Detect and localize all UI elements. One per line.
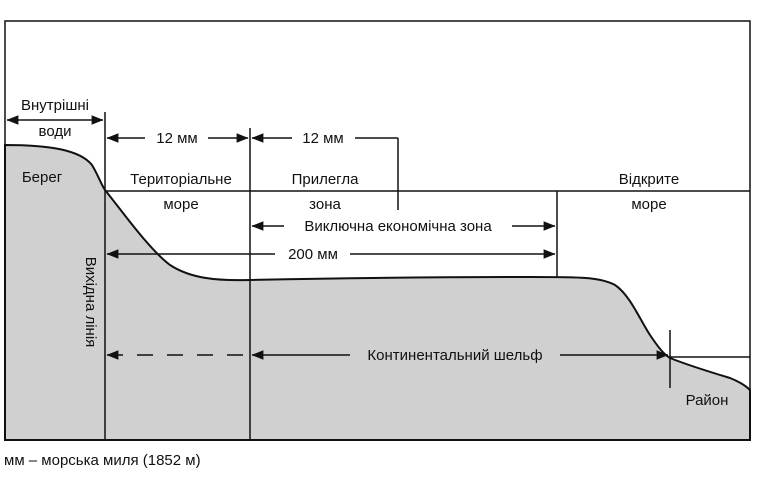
- distance-contiguous-label: 12 мм: [302, 130, 343, 147]
- distance-territorial-label: 12 мм: [156, 130, 197, 147]
- eez-label: Виключна економічна зона: [304, 218, 492, 235]
- footnote: мм – морська миля (1852 м): [4, 452, 201, 469]
- distance-200-label: 200 мм: [288, 246, 338, 263]
- continental-shelf-label: Континентальний шельф: [367, 347, 542, 364]
- shore-label: Берег: [22, 169, 63, 186]
- contiguous-zone-label-line1: Прилегла: [292, 171, 359, 188]
- territorial-sea-label-line1: Територіальне: [130, 171, 232, 188]
- diagram-frame: [4, 20, 751, 441]
- inner-waters-label-line2: води: [39, 123, 72, 140]
- baseline-label: Вихідна лінія: [82, 257, 99, 348]
- inner-waters-label-line1: Внутрішні: [21, 97, 89, 114]
- area-label: Район: [686, 392, 729, 409]
- contiguous-zone-label-line2: зона: [309, 196, 341, 213]
- seabed-profile: [4, 143, 751, 441]
- open-sea-label-line2: море: [631, 196, 666, 213]
- territorial-sea-label-line2: море: [163, 196, 198, 213]
- open-sea-label-line1: Відкрите: [619, 171, 679, 188]
